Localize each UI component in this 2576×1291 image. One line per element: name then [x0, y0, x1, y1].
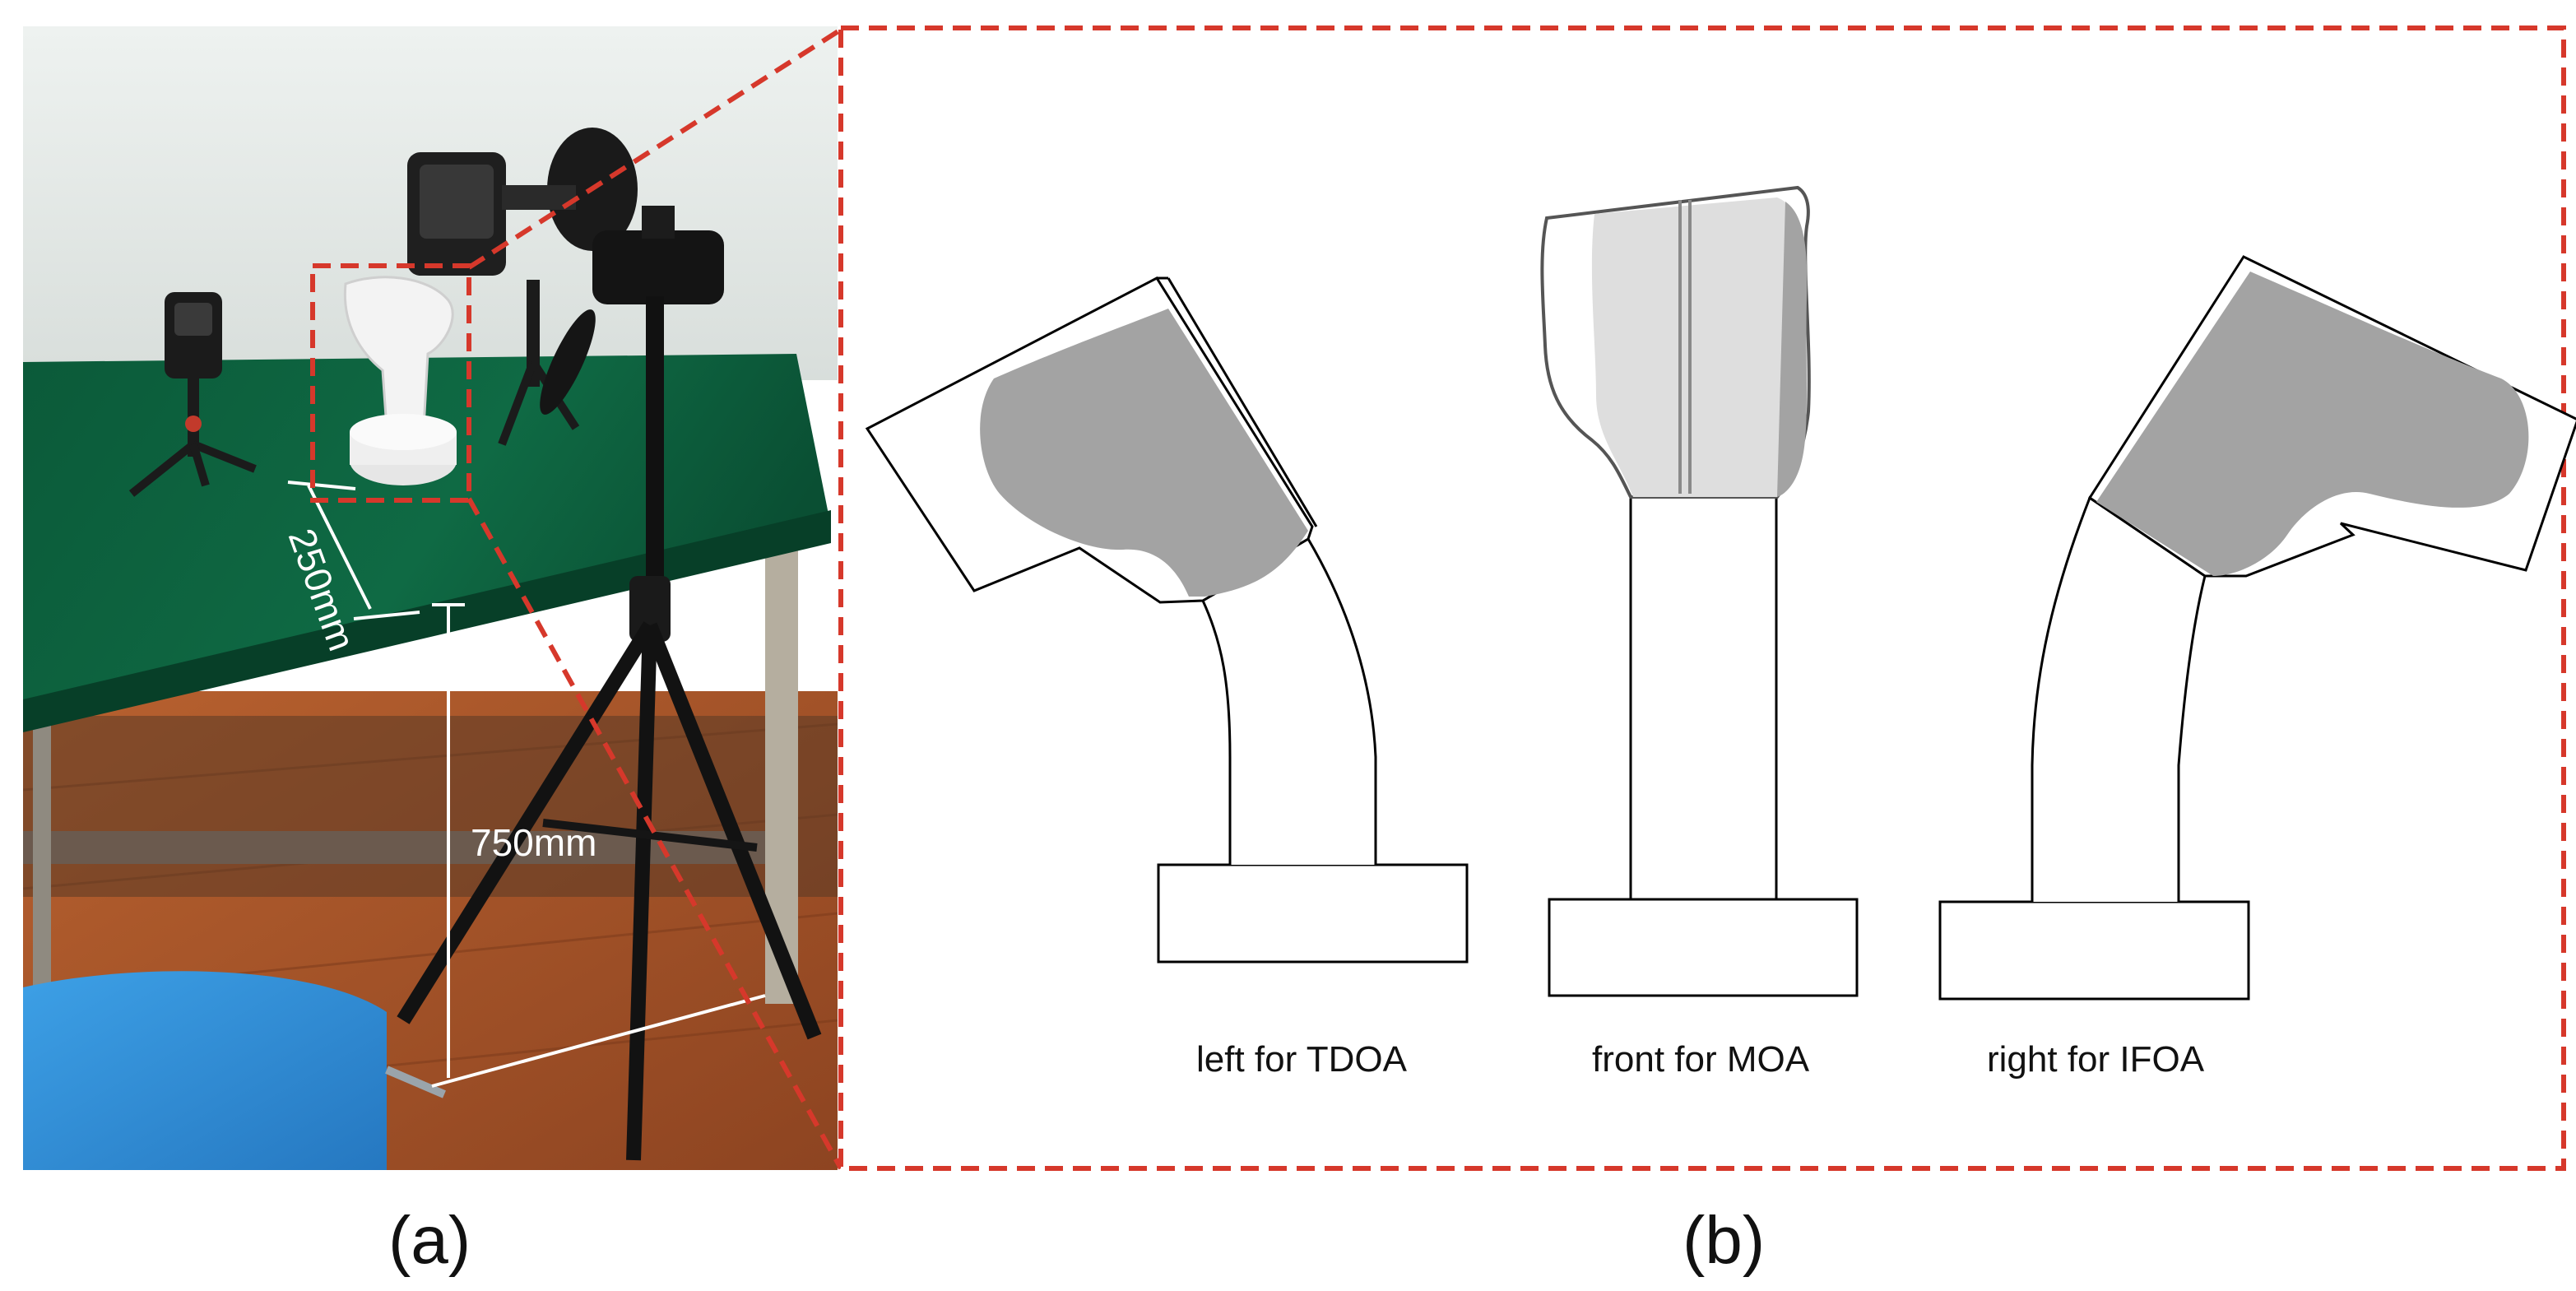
table-edge [23, 510, 831, 732]
view-left-base [1157, 863, 1469, 964]
view-left [865, 276, 1469, 964]
dimension-750mm [431, 603, 766, 1088]
caption-left-view: left for TDOA [1196, 1039, 1408, 1080]
view-front-base [1548, 898, 1859, 997]
table-top [23, 354, 831, 716]
view-right [1938, 255, 2576, 1001]
view-left-shade [980, 309, 1308, 597]
panel-label-a: (a) [388, 1203, 471, 1278]
caption-right-view: right for IFOA [1987, 1039, 2205, 1080]
dimension-250mm [287, 481, 420, 620]
panel-label-b: (b) [1683, 1203, 1765, 1278]
caption-front-view: front for MOA [1592, 1039, 1810, 1080]
tripod-camera-icon [128, 292, 257, 497]
callout-connectors [466, 27, 843, 1170]
view-right-shade [2096, 272, 2529, 576]
blue-chair [23, 971, 446, 1170]
white-3d-printed-model [343, 276, 457, 485]
view-front-side-dark [1777, 202, 1808, 497]
view-front [1540, 185, 1859, 997]
large-tripod [397, 206, 822, 1161]
photo-panel: 250mm 750mm [23, 26, 838, 1170]
view-front-stem [1629, 495, 1778, 901]
view-left-edge2 [1167, 277, 1318, 527]
dimension-label-750mm: 750mm [471, 821, 596, 864]
view-front-shade [1591, 197, 1804, 497]
view-right-base [1938, 900, 2250, 1001]
